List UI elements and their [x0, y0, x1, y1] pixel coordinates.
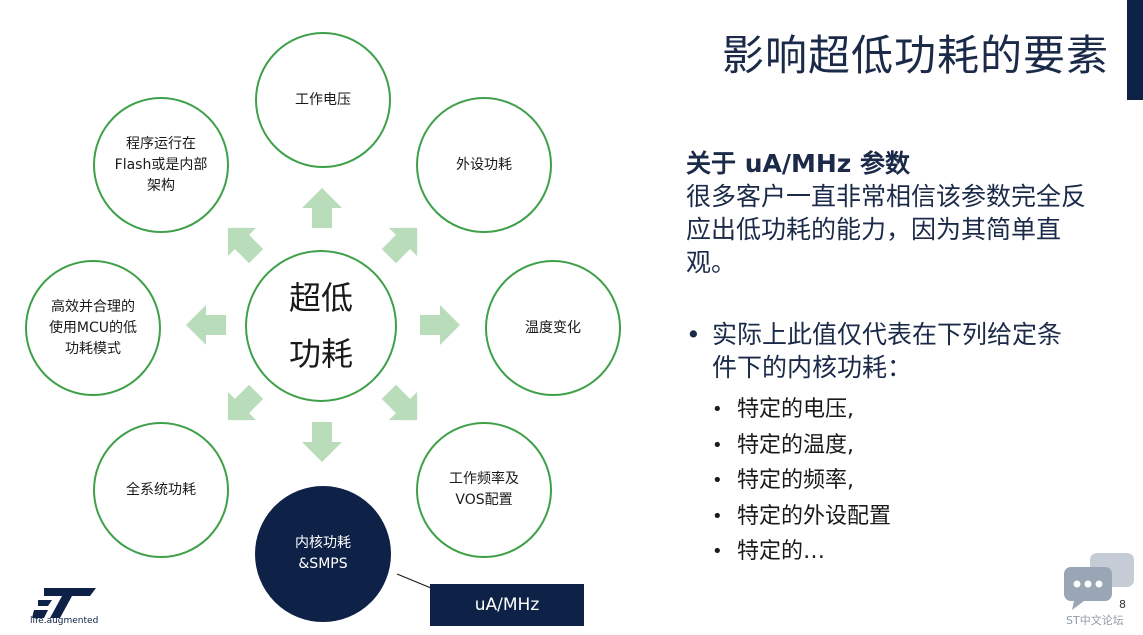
- slide-title: 影响超低功耗的要素: [721, 31, 1109, 80]
- list-item: •特定的外设配置: [712, 503, 892, 529]
- list-item: •特定的电压,: [712, 397, 854, 422]
- section-paragraph: 很多客户一直非常相信该参数完全反应出低功耗的能力，因为其简单直观。: [686, 182, 1087, 277]
- node-frequency-vos: 工作频率及 VOS配置: [416, 422, 552, 558]
- list-item: •特定的…: [712, 539, 826, 564]
- logo-tagline: life.augmented: [30, 616, 99, 626]
- arrow-right-icon: [420, 305, 460, 345]
- arrow-up-left-icon: [227, 227, 264, 264]
- list-item: •特定的频率,: [712, 468, 854, 493]
- callout-connector: [396, 573, 432, 589]
- uamhz-callout: uA/MHz: [430, 584, 584, 626]
- explanation-block: 关于 uA/MHz 参数 很多客户一直非常相信该参数完全反应出低功耗的能力，因为…: [686, 148, 1086, 279]
- section-heading: 关于 uA/MHz 参数: [686, 149, 911, 178]
- factor-diagram: 超低 功耗 工作电压 外设功耗 温度变化 工作频率及 VOS配置 内核功耗 &S…: [25, 32, 621, 626]
- sub-bullet-list: •特定的电压, •特定的温度, •特定的频率, •特定的外设配置 •特定的…: [712, 392, 1012, 570]
- arrow-down-right-icon: [381, 384, 418, 421]
- arrow-left-icon: [186, 305, 226, 345]
- forum-watermark: ST中文论坛: [1066, 614, 1124, 627]
- node-operating-voltage: 工作电压: [255, 32, 391, 168]
- arrow-up-right-icon: [381, 227, 418, 264]
- node-flash-architecture: 程序运行在 Flash或是内部 架构: [93, 97, 229, 233]
- page-number: 8: [1119, 598, 1126, 611]
- node-system-power: 全系统功耗: [93, 422, 229, 558]
- node-low-power-modes: 高效并合理的 使用MCU的低 功耗模式: [25, 260, 161, 396]
- arrow-down-left-icon: [227, 384, 264, 421]
- st-logo-icon: [32, 588, 96, 618]
- arrow-up-icon: [302, 188, 342, 228]
- node-core-power-smps: 内核功耗 &SMPS: [255, 486, 391, 622]
- title-accent-bar: [1127, 0, 1143, 100]
- node-peripheral-power: 外设功耗: [416, 97, 552, 233]
- main-bullet-text: 实际上此值仅代表在下列给定条件下的内核功耗：: [712, 320, 1063, 382]
- chat-bubble-icon: [1064, 553, 1134, 610]
- list-item: •特定的温度,: [712, 432, 854, 458]
- center-node: 超低 功耗: [245, 250, 397, 402]
- node-temperature: 温度变化: [485, 260, 621, 396]
- bullet-dot: •: [686, 320, 701, 349]
- arrow-down-icon: [302, 422, 342, 462]
- main-bullet: • 实际上此值仅代表在下列给定条件下的内核功耗：: [686, 318, 1076, 384]
